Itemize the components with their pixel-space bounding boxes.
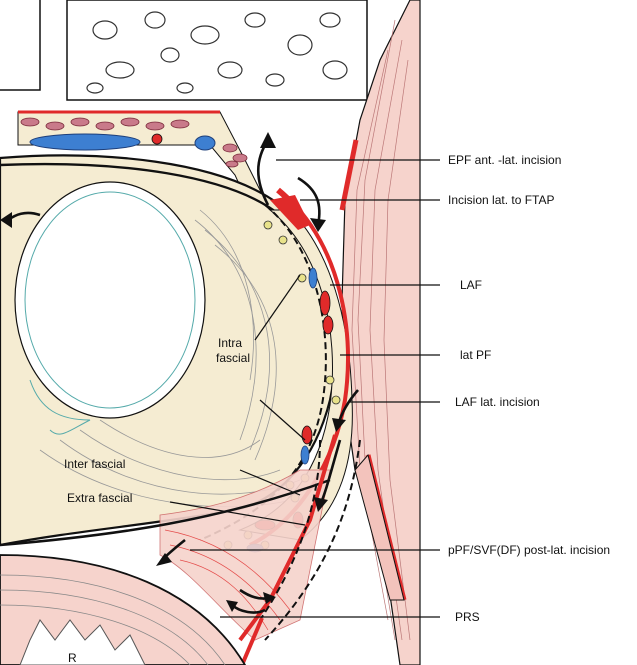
label-intra-line2: fascial <box>216 351 250 365</box>
rectus-bone <box>0 554 247 665</box>
arrows <box>0 132 359 614</box>
label-inter-fascial: Inter fascial <box>64 457 125 471</box>
lower-muscle <box>0 434 361 665</box>
label-prs: PRS <box>455 610 480 624</box>
label-extra-fascial: Extra fascial <box>67 491 132 505</box>
upper-fascia-band <box>17 110 281 231</box>
vertebra-bone <box>0 0 368 101</box>
globe <box>0 154 337 547</box>
label-lat-pf: lat PF <box>460 348 491 362</box>
label-incision-ftap: Incision lat. to FTAP <box>448 193 554 207</box>
label-ppf-svf: pPF/SVF(DF) post-lat. incision <box>448 543 610 557</box>
label-laf: LAF <box>460 278 482 292</box>
label-intra-line1: Intra <box>218 336 242 350</box>
label-epf-incision: EPF ant. -lat. incision <box>448 153 561 167</box>
label-r: R <box>68 651 77 665</box>
lateral-muscle-wall <box>339 0 421 665</box>
leader-lines <box>169 159 440 618</box>
label-laf-lat-incision: LAF lat. incision <box>455 395 540 409</box>
